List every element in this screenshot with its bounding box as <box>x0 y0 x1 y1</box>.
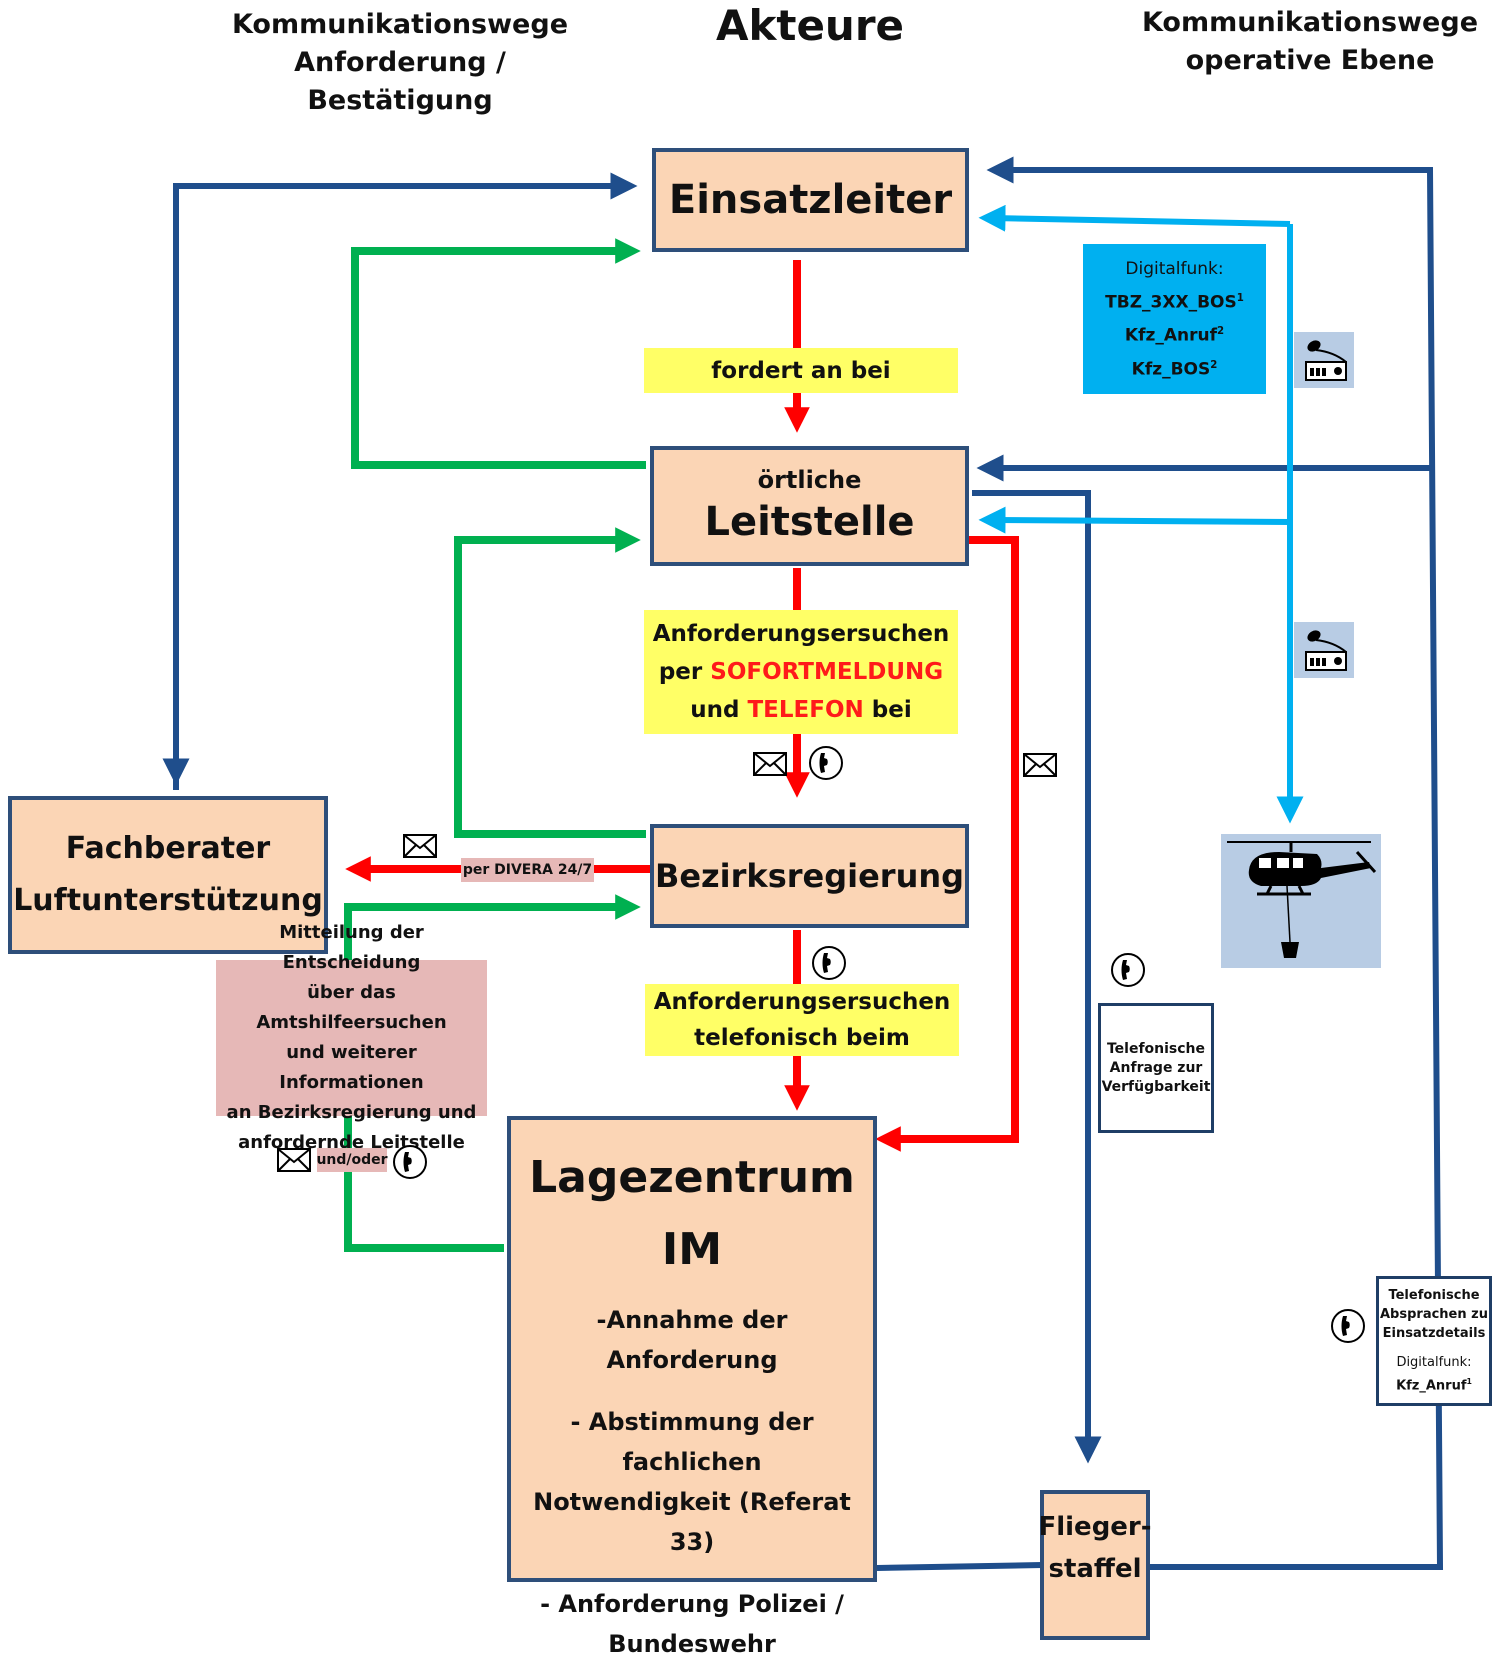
fachberater-title-line1: Fachberater <box>65 831 271 866</box>
navy-line-right-loop <box>986 156 1444 1570</box>
label-anforderung-telefonisch-line1: Anforderungsersuchen <box>653 989 951 1015</box>
label-mitteilung: Mitteilung der Entscheidung über das Amt… <box>216 922 487 1153</box>
header-right: Kommunikationswege operative Ebene <box>1130 4 1490 80</box>
label-fordert-an-text: fordert an bei <box>711 357 891 384</box>
green-line-bezirks-leitstelle <box>454 527 646 838</box>
phone-icon <box>1111 953 1145 987</box>
lagezentrum-title-line1: Lagezentrum <box>529 1152 855 1203</box>
header-center: Akteure <box>715 1 905 50</box>
phone-icon <box>393 1145 427 1179</box>
absprachen-line3: Einsatzdetails <box>1382 1326 1486 1342</box>
label-divera: per DIVERA 24/7 <box>461 858 594 882</box>
digitalfunk-title: Digitalfunk: <box>1125 258 1224 279</box>
fachberater-title-line2: Luftunterstützung <box>13 883 323 918</box>
radio-icon <box>1294 332 1354 388</box>
label-anforderung-sofort-line2: per SOFORTMELDUNG <box>659 653 943 691</box>
lagezentrum-item-1: -Annahme der Anforderung <box>596 1306 788 1374</box>
digitalfunk-item-1-text: TBZ_3XX_BOS <box>1105 292 1237 313</box>
bezirksregierung-box: Bezirksregierung <box>650 824 969 928</box>
telefonische-anfrage-line2: Anfrage zur <box>1109 1059 1203 1076</box>
absprachen-line2: Absprachen zu <box>1380 1307 1488 1323</box>
envelope-icon <box>403 834 437 858</box>
helicopter-icon <box>1221 834 1381 968</box>
radio-icon <box>1294 622 1354 678</box>
label-anforderung-telefonisch-line2: telefonisch beim <box>694 1025 910 1051</box>
cyan-arrow-to-einsatzleiter <box>978 204 1291 232</box>
label-undoder: und/oder <box>316 1148 388 1172</box>
cyan-arrow-to-leitstelle <box>978 506 1291 534</box>
digitalfunk-item-2-text: Kfz_Anruf <box>1124 325 1217 346</box>
lagezentrum-item-4: - Anforderung Polizei / <box>540 1590 844 1618</box>
flow-arrows <box>162 156 1444 1571</box>
header-right-line2: operative Ebene <box>1185 45 1435 76</box>
absprachen-line1: Telefonische <box>1388 1288 1480 1304</box>
green-line-leitstelle-einsatzleiter <box>351 238 646 469</box>
phone-icon <box>812 946 846 980</box>
label-anforderung-telefonisch: Anforderungsersuchen telefonisch beim <box>645 984 959 1056</box>
label-anforderung-sofort-line1: Anforderungsersuchen <box>652 621 950 647</box>
label-sofortmeldung: SOFORTMELDUNG <box>710 659 944 685</box>
label-anforderung-sofort: Anforderungsersuchen per SOFORTMELDUNG u… <box>644 610 958 734</box>
fliegerstaffel-title-line1: Flieger- <box>1038 1512 1152 1542</box>
lagezentrum-item-5: Bundeswehr <box>608 1630 776 1658</box>
leitstelle-box: örtliche Leitstelle <box>650 446 969 566</box>
fachberater-box: Fachberater Luftunterstützung <box>8 796 328 954</box>
label-fordert-an: fordert an bei <box>644 348 958 393</box>
red-line-leitstelle-lagezentrum <box>875 536 1019 1152</box>
einsatzleiter-title: Einsatzleiter <box>668 177 953 223</box>
envelope-icon <box>277 1148 311 1172</box>
header-left: Kommunikationswege Anforderung / Bestäti… <box>210 6 590 120</box>
telefonische-anfrage-line1: Telefonische <box>1106 1040 1206 1057</box>
telefonische-anfrage-box: Telefonische Anfrage zur Verfügbarkeit <box>1098 1003 1214 1133</box>
lagezentrum-item-2: - Abstimmung der fachlichen <box>570 1408 814 1476</box>
absprachen-funk-item: Kfz_Anruf1 <box>1396 1372 1472 1395</box>
label-bei: bei <box>871 697 912 723</box>
digitalfunk-item-1: TBZ_3XX_BOS1 <box>1105 284 1244 318</box>
digitalfunk-item-2-sup: 2 <box>1217 326 1225 338</box>
label-mitteilung-line2: über das Amtshilfeersuchen <box>256 982 447 1033</box>
phone-icon <box>1331 1309 1365 1343</box>
header-left-line1: Kommunikationswege <box>231 9 569 40</box>
leitstelle-title: Leitstelle <box>704 499 915 545</box>
leitstelle-subtitle: örtliche <box>757 466 862 494</box>
bezirksregierung-title: Bezirksregierung <box>654 857 965 895</box>
label-telefon: TELEFON <box>747 697 864 723</box>
einsatzleiter-box: Einsatzleiter <box>652 148 969 252</box>
label-mitteilung-line1: Mitteilung der Entscheidung <box>279 922 424 973</box>
lagezentrum-item-3: Notwendigkeit (Referat 33) <box>533 1488 851 1556</box>
navy-line-lagezentrum-flieger <box>876 1562 1043 1571</box>
label-mitteilung-line3: und weiterer Informationen <box>279 1042 424 1093</box>
digitalfunk-item-1-sup: 1 <box>1236 292 1244 304</box>
digitalfunk-item-3-sup: 2 <box>1210 359 1218 371</box>
header-left-line2: Anforderung / Bestätigung <box>294 47 506 116</box>
telefonische-anfrage-line3: Verfügbarkeit <box>1101 1078 1211 1095</box>
label-per: per <box>658 659 703 685</box>
fliegerstaffel-box: Flieger- staffel <box>1038 1490 1152 1640</box>
telefonische-absprachen-box: Telefonische Absprachen zu Einsatzdetail… <box>1376 1276 1492 1406</box>
fliegerstaffel-title-line2: staffel <box>1048 1554 1142 1584</box>
absprachen-funk-title: Digitalfunk: <box>1396 1355 1472 1371</box>
digitalfunk-item-3: Kfz_BOS2 <box>1132 351 1218 385</box>
label-anforderung-sofort-line3: und TELEFON bei <box>690 691 911 729</box>
header-right-line1: Kommunikationswege <box>1141 7 1479 38</box>
lagezentrum-title-line2: IM <box>661 1224 723 1275</box>
digitalfunk-item-3-text: Kfz_BOS <box>1131 359 1211 380</box>
digitalfunk-item-2: Kfz_Anruf2 <box>1125 317 1224 351</box>
absprachen-funk-item-text: Kfz_Anruf <box>1396 1378 1467 1394</box>
phone-icon <box>809 746 843 780</box>
navy-line-leitstelle-flieger <box>972 490 1102 1464</box>
digitalfunk-box: Digitalfunk: TBZ_3XX_BOS1 Kfz_Anruf2 Kfz… <box>1083 244 1266 394</box>
envelope-icon <box>1023 753 1057 777</box>
envelope-icon <box>753 752 787 776</box>
label-und: und <box>690 697 740 723</box>
lagezentrum-box: Lagezentrum IM -Annahme der Anforderung … <box>507 1116 877 1658</box>
navy-line-fachberater <box>173 183 630 790</box>
label-mitteilung-line4: an Bezirksregierung und <box>226 1102 477 1123</box>
absprachen-funk-item-sup: 1 <box>1466 1377 1472 1387</box>
